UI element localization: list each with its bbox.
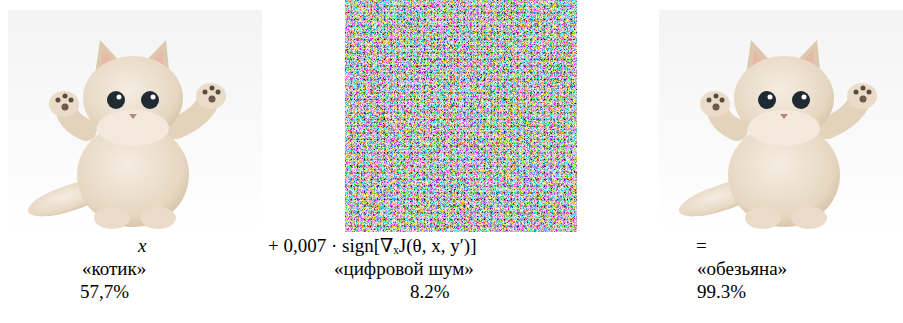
caption-text: «котик» [82,258,146,280]
caption-text: «обезьяна» [697,258,787,280]
caption-text: + 0,007 · sign[∇ₓJ(θ, x, y′)] [268,235,476,257]
caption-text: x [138,235,146,257]
kitten-image [8,10,262,232]
caption-text: 99.3% [697,281,746,303]
caption-text: «цифровой шум» [334,258,474,280]
noise-image [345,0,577,232]
kitten-image [659,10,903,232]
caption-text: 8.2% [410,281,450,303]
caption-text: = [696,235,707,257]
caption-text: 57,7% [80,281,129,303]
